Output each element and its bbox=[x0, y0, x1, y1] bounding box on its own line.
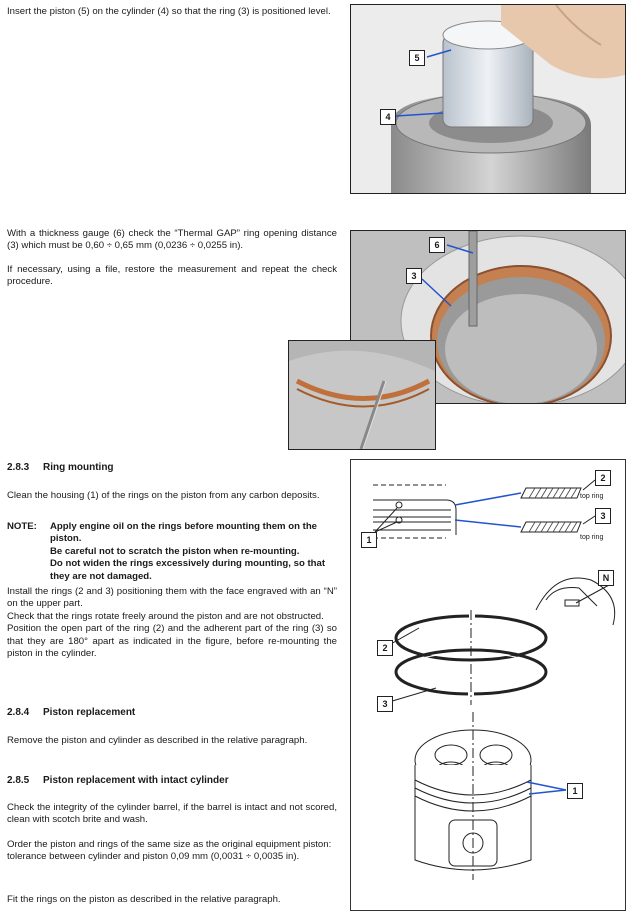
note-line: Apply engine oil on the rings before mou… bbox=[50, 521, 318, 545]
top-ring-label: top ring bbox=[580, 493, 604, 500]
note-text: Apply engine oil on the rings before mou… bbox=[50, 521, 340, 583]
paragraph-install-rings: Install the rings (2 and 3) positioning … bbox=[7, 586, 337, 660]
photo-ring-gap-detail bbox=[288, 340, 436, 450]
photo-piston-insertion: 5 4 bbox=[350, 4, 626, 194]
piston-insertion-illustration bbox=[351, 5, 625, 193]
section-number: 2.8.3 bbox=[7, 462, 30, 473]
paragraph-line: Install the rings (2 and 3) positioning … bbox=[7, 586, 337, 610]
section-heading-2-8-4: 2.8.4 Piston replacement bbox=[7, 707, 337, 719]
thickness-gauge-illustration bbox=[351, 231, 625, 403]
callout-5: 5 bbox=[409, 50, 425, 66]
callout-2-top: 2 bbox=[595, 470, 611, 486]
ring-gap-detail-illustration bbox=[289, 341, 435, 449]
paragraph-clean-housing: Clean the housing (1) of the rings on th… bbox=[7, 490, 320, 501]
paragraph-fit-rings: Fit the rings on the piston as described… bbox=[7, 894, 281, 905]
note-line: Do not widen the rings excessively durin… bbox=[50, 558, 326, 582]
paragraph-thickness-gauge: With a thickness gauge (6) check the “Th… bbox=[7, 228, 337, 252]
diagram-ring-mounting: 2 top ring 3 top ring 1 N 2 3 1 bbox=[350, 459, 626, 911]
paragraph-restore-measurement: If necessary, using a file, restore the … bbox=[7, 264, 337, 288]
callout-6: 6 bbox=[429, 237, 445, 253]
section-title: Piston replacement bbox=[43, 707, 136, 718]
paragraph-check-integrity: Check the integrity of the cylinder barr… bbox=[7, 802, 337, 826]
section-title: Ring mounting bbox=[43, 462, 114, 473]
callout-2-ring: 2 bbox=[377, 640, 393, 656]
callout-3-top: 3 bbox=[595, 508, 611, 524]
paragraph-line: Check that the rings rotate freely aroun… bbox=[7, 610, 324, 622]
callout-1-piston: 1 bbox=[567, 783, 583, 799]
section-heading-2-8-3: 2.8.3 Ring mounting bbox=[7, 462, 337, 474]
section-number: 2.8.5 bbox=[7, 775, 30, 786]
callout-n: N bbox=[598, 570, 614, 586]
paragraph-line: Order the piston and rings of the same s… bbox=[7, 839, 332, 850]
paragraph-line: Position the open part of the ring (2) a… bbox=[7, 623, 337, 660]
section-number: 2.8.4 bbox=[7, 707, 30, 718]
callout-3: 3 bbox=[406, 268, 422, 284]
paragraph-remove-piston: Remove the piston and cylinder as descri… bbox=[7, 735, 308, 746]
paragraph-line: tolerance between cylinder and piston 0,… bbox=[7, 851, 300, 863]
note-label: NOTE: bbox=[7, 521, 37, 532]
callout-3-ring: 3 bbox=[377, 696, 393, 712]
callout-1-top: 1 bbox=[361, 532, 377, 548]
top-ring-label: top ring bbox=[580, 534, 604, 541]
callout-4: 4 bbox=[380, 109, 396, 125]
section-title: Piston replacement with intact cylinder bbox=[43, 775, 229, 786]
note-line: Be careful not to scratch the piston whe… bbox=[50, 545, 300, 557]
section-heading-2-8-5: 2.8.5 Piston replacement with intact cyli… bbox=[7, 775, 337, 787]
paragraph-order-piston: Order the piston and rings of the same s… bbox=[7, 839, 337, 864]
ring-mounting-drawing bbox=[373, 479, 616, 880]
paragraph-insert-piston: Insert the piston (5) on the cylinder (4… bbox=[7, 6, 331, 17]
